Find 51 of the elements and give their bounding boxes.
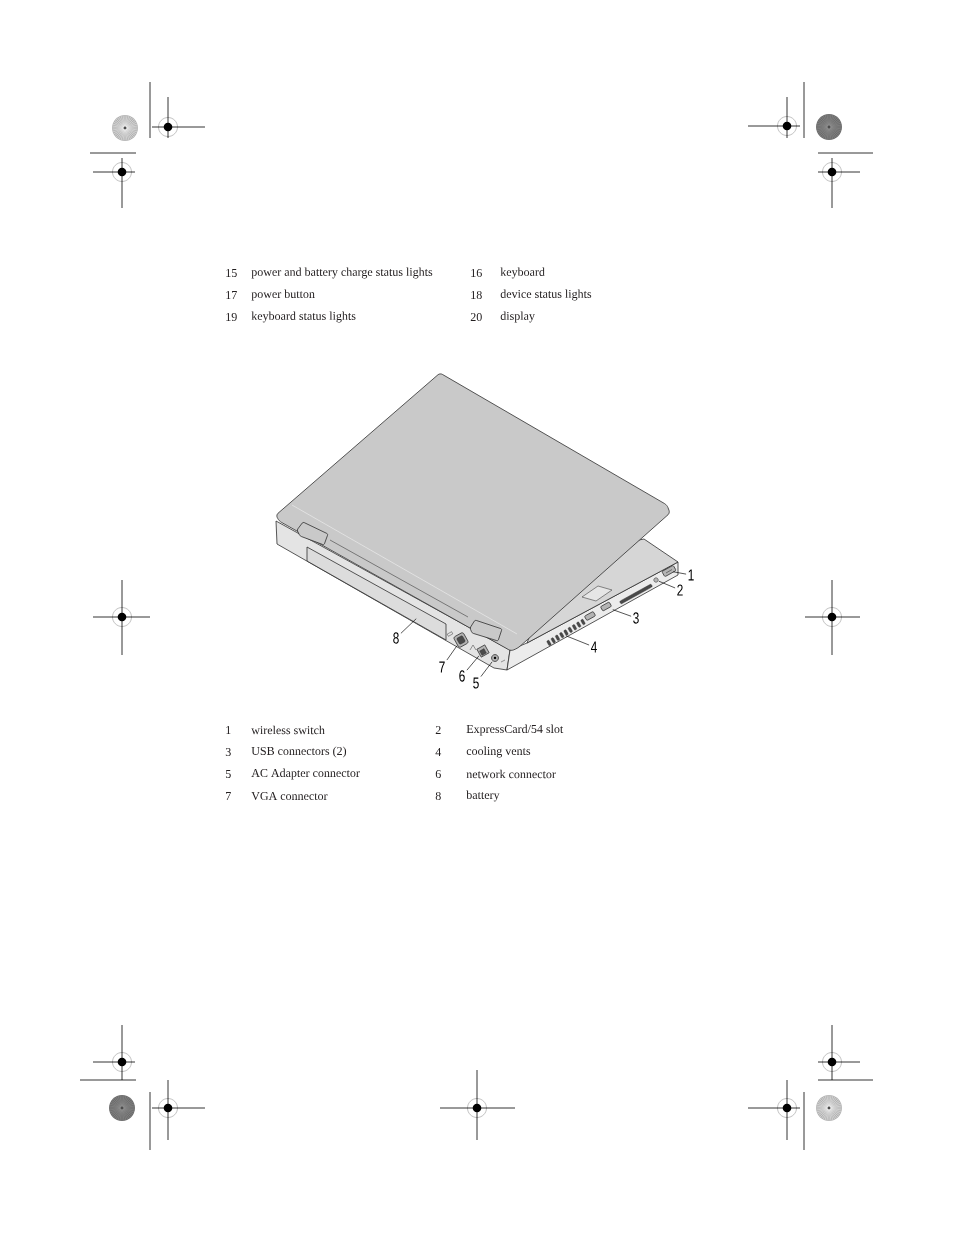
part-name: display xyxy=(500,311,535,323)
key-number: 7 xyxy=(226,792,231,800)
callout-number: 7 xyxy=(439,661,445,673)
key-number: 5 xyxy=(225,770,231,778)
leader-line xyxy=(612,609,632,617)
leader-line xyxy=(466,655,480,671)
callout-number: 6 xyxy=(459,670,465,682)
key-number: 8 xyxy=(435,791,441,801)
usb-ports xyxy=(584,601,612,621)
part-name: ExpressCard/54 slot xyxy=(466,724,564,736)
key-number: 3 xyxy=(225,748,231,757)
callout-number: 1 xyxy=(688,569,694,581)
part-name: AC Adapter connector xyxy=(251,768,360,780)
part-name: network connector xyxy=(466,769,556,779)
part-name: VGA connector xyxy=(251,791,328,801)
network-port xyxy=(476,644,490,658)
key-number: 17 xyxy=(226,291,237,299)
power-jack xyxy=(491,654,499,662)
part-name: USB connectors (2) xyxy=(251,746,347,758)
part-name: device status lights xyxy=(500,289,592,301)
key-number: 18 xyxy=(471,290,482,300)
wireless-switch xyxy=(661,565,677,577)
leader-line xyxy=(658,580,676,589)
key-number: 15 xyxy=(226,269,237,278)
callout-number: 5 xyxy=(473,677,479,689)
key-number: 2 xyxy=(435,726,441,734)
card-slot xyxy=(619,577,659,604)
part-name: keyboard xyxy=(500,267,545,279)
part-name: power button xyxy=(251,289,315,301)
part-name: cooling vents xyxy=(466,746,531,758)
vga-port xyxy=(453,632,469,648)
part-name: wireless switch xyxy=(251,725,325,735)
leader-line xyxy=(480,661,493,677)
leader-line xyxy=(446,645,458,661)
cooling-vents xyxy=(546,619,586,646)
part-name: keyboard status lights xyxy=(251,311,356,323)
callout-number: 4 xyxy=(591,641,597,653)
leader-line xyxy=(565,635,590,646)
leader-line xyxy=(400,618,417,634)
key-number: 19 xyxy=(226,312,237,322)
callout-number: 8 xyxy=(393,632,399,644)
callout-number: 3 xyxy=(633,612,639,624)
key-number: 4 xyxy=(435,748,442,756)
part-name: battery xyxy=(466,790,500,802)
part-name: power and battery charge status lights xyxy=(251,267,433,279)
callout-number: 2 xyxy=(677,584,683,596)
leader-line xyxy=(672,571,687,575)
key-number: 20 xyxy=(470,312,482,322)
key-number: 16 xyxy=(471,268,482,278)
key-number: 6 xyxy=(435,770,441,779)
key-number: 1 xyxy=(226,726,231,734)
